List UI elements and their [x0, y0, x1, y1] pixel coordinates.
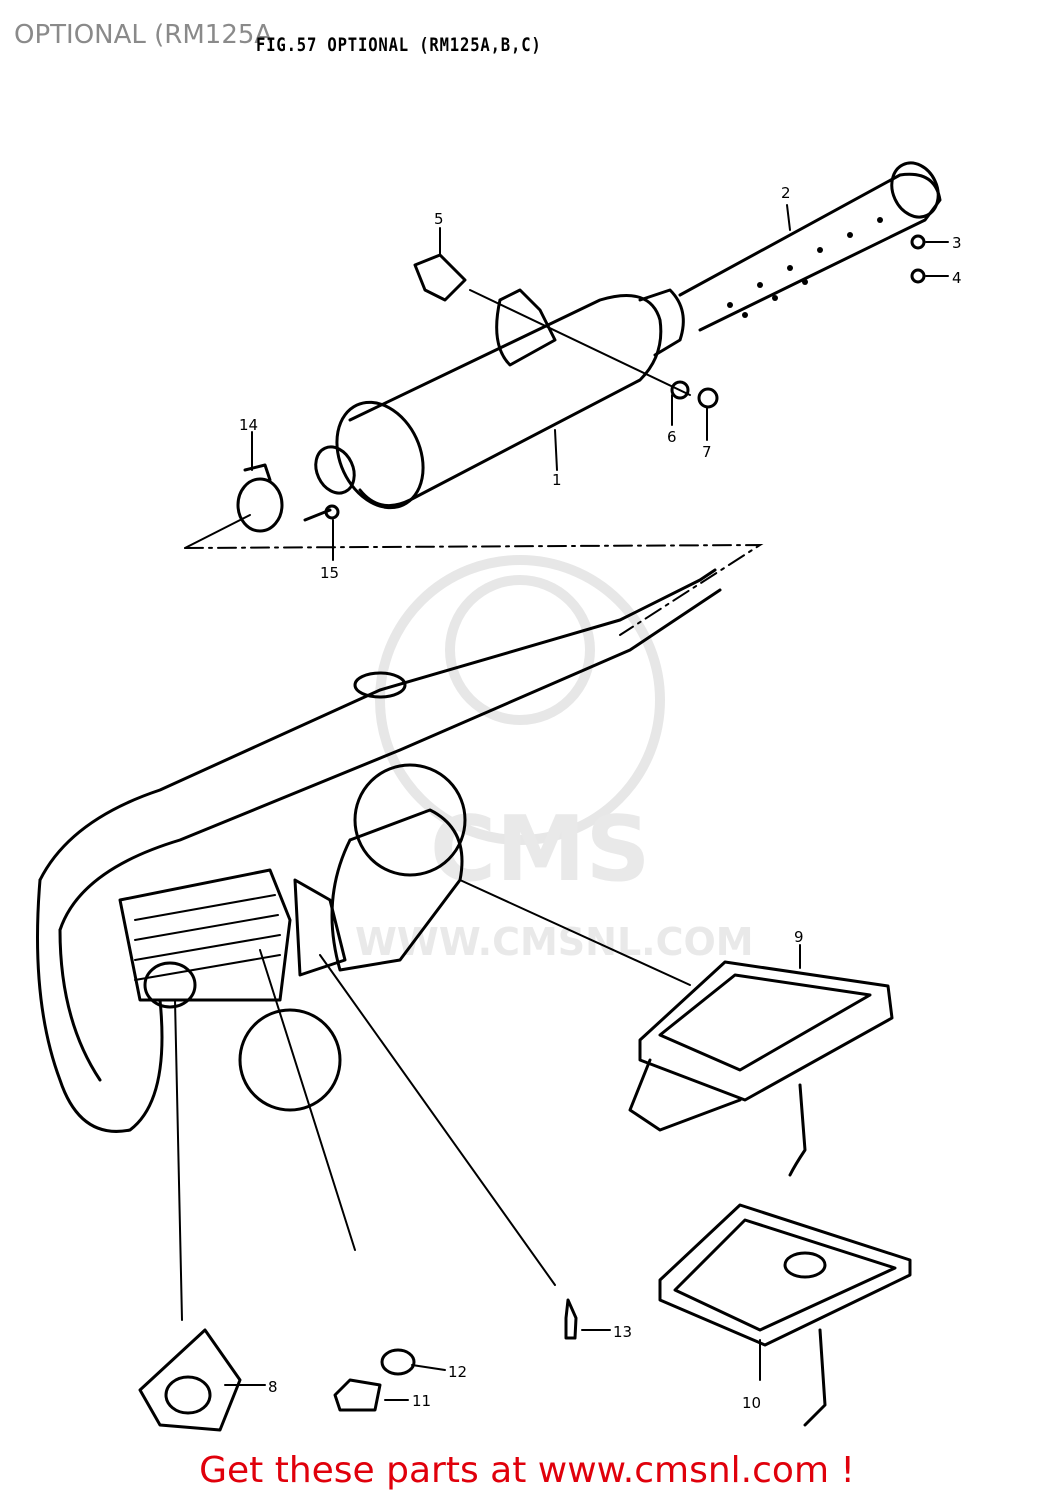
engine-cylinder	[118, 763, 467, 1112]
callout-3: 3	[952, 234, 962, 252]
callout-7: 7	[702, 443, 712, 461]
callout-5: 5	[434, 210, 444, 228]
page-title: OPTIONAL (RM125A	[14, 20, 273, 50]
callout-9: 9	[794, 928, 804, 946]
small-parts	[138, 1298, 578, 1432]
callout-8: 8	[268, 1378, 278, 1396]
callout-1: 1	[552, 471, 562, 489]
callout-13: 13	[613, 1323, 632, 1341]
callout-14: 14	[239, 416, 258, 434]
callout-11: 11	[412, 1392, 431, 1410]
callout-4: 4	[952, 269, 962, 287]
plate-part-10	[658, 1203, 912, 1427]
watermark-brand: CMS	[430, 797, 650, 902]
number-plate-part-9	[628, 960, 894, 1177]
footer-cta-link[interactable]: Get these parts at www.cmsnl.com !	[199, 1450, 855, 1491]
muffler-part-1	[314, 288, 685, 510]
watermark-url: WWW.CMSNL.COM	[355, 920, 754, 964]
watermark-logo: CMS WWW.CMSNL.COM	[355, 555, 754, 964]
callout-10: 10	[742, 1394, 761, 1412]
callout-labels: 1 2 3 4 5 6 7 8 9 10 11 12 13 14 15	[239, 184, 962, 1412]
callout-2: 2	[781, 184, 791, 202]
tail-pipe-part-2	[678, 161, 942, 332]
leader-lines	[174, 204, 949, 1401]
fastener-parts	[413, 234, 926, 409]
expansion-chamber	[36, 568, 722, 1133]
callout-15: 15	[320, 564, 339, 582]
figure-title: FIG.57 OPTIONAL (RM125A,B,C)	[256, 34, 542, 56]
callout-12: 12	[448, 1363, 467, 1381]
clamp-part-14	[236, 463, 284, 533]
callout-6: 6	[667, 428, 677, 446]
bolt-part-15	[303, 504, 340, 522]
